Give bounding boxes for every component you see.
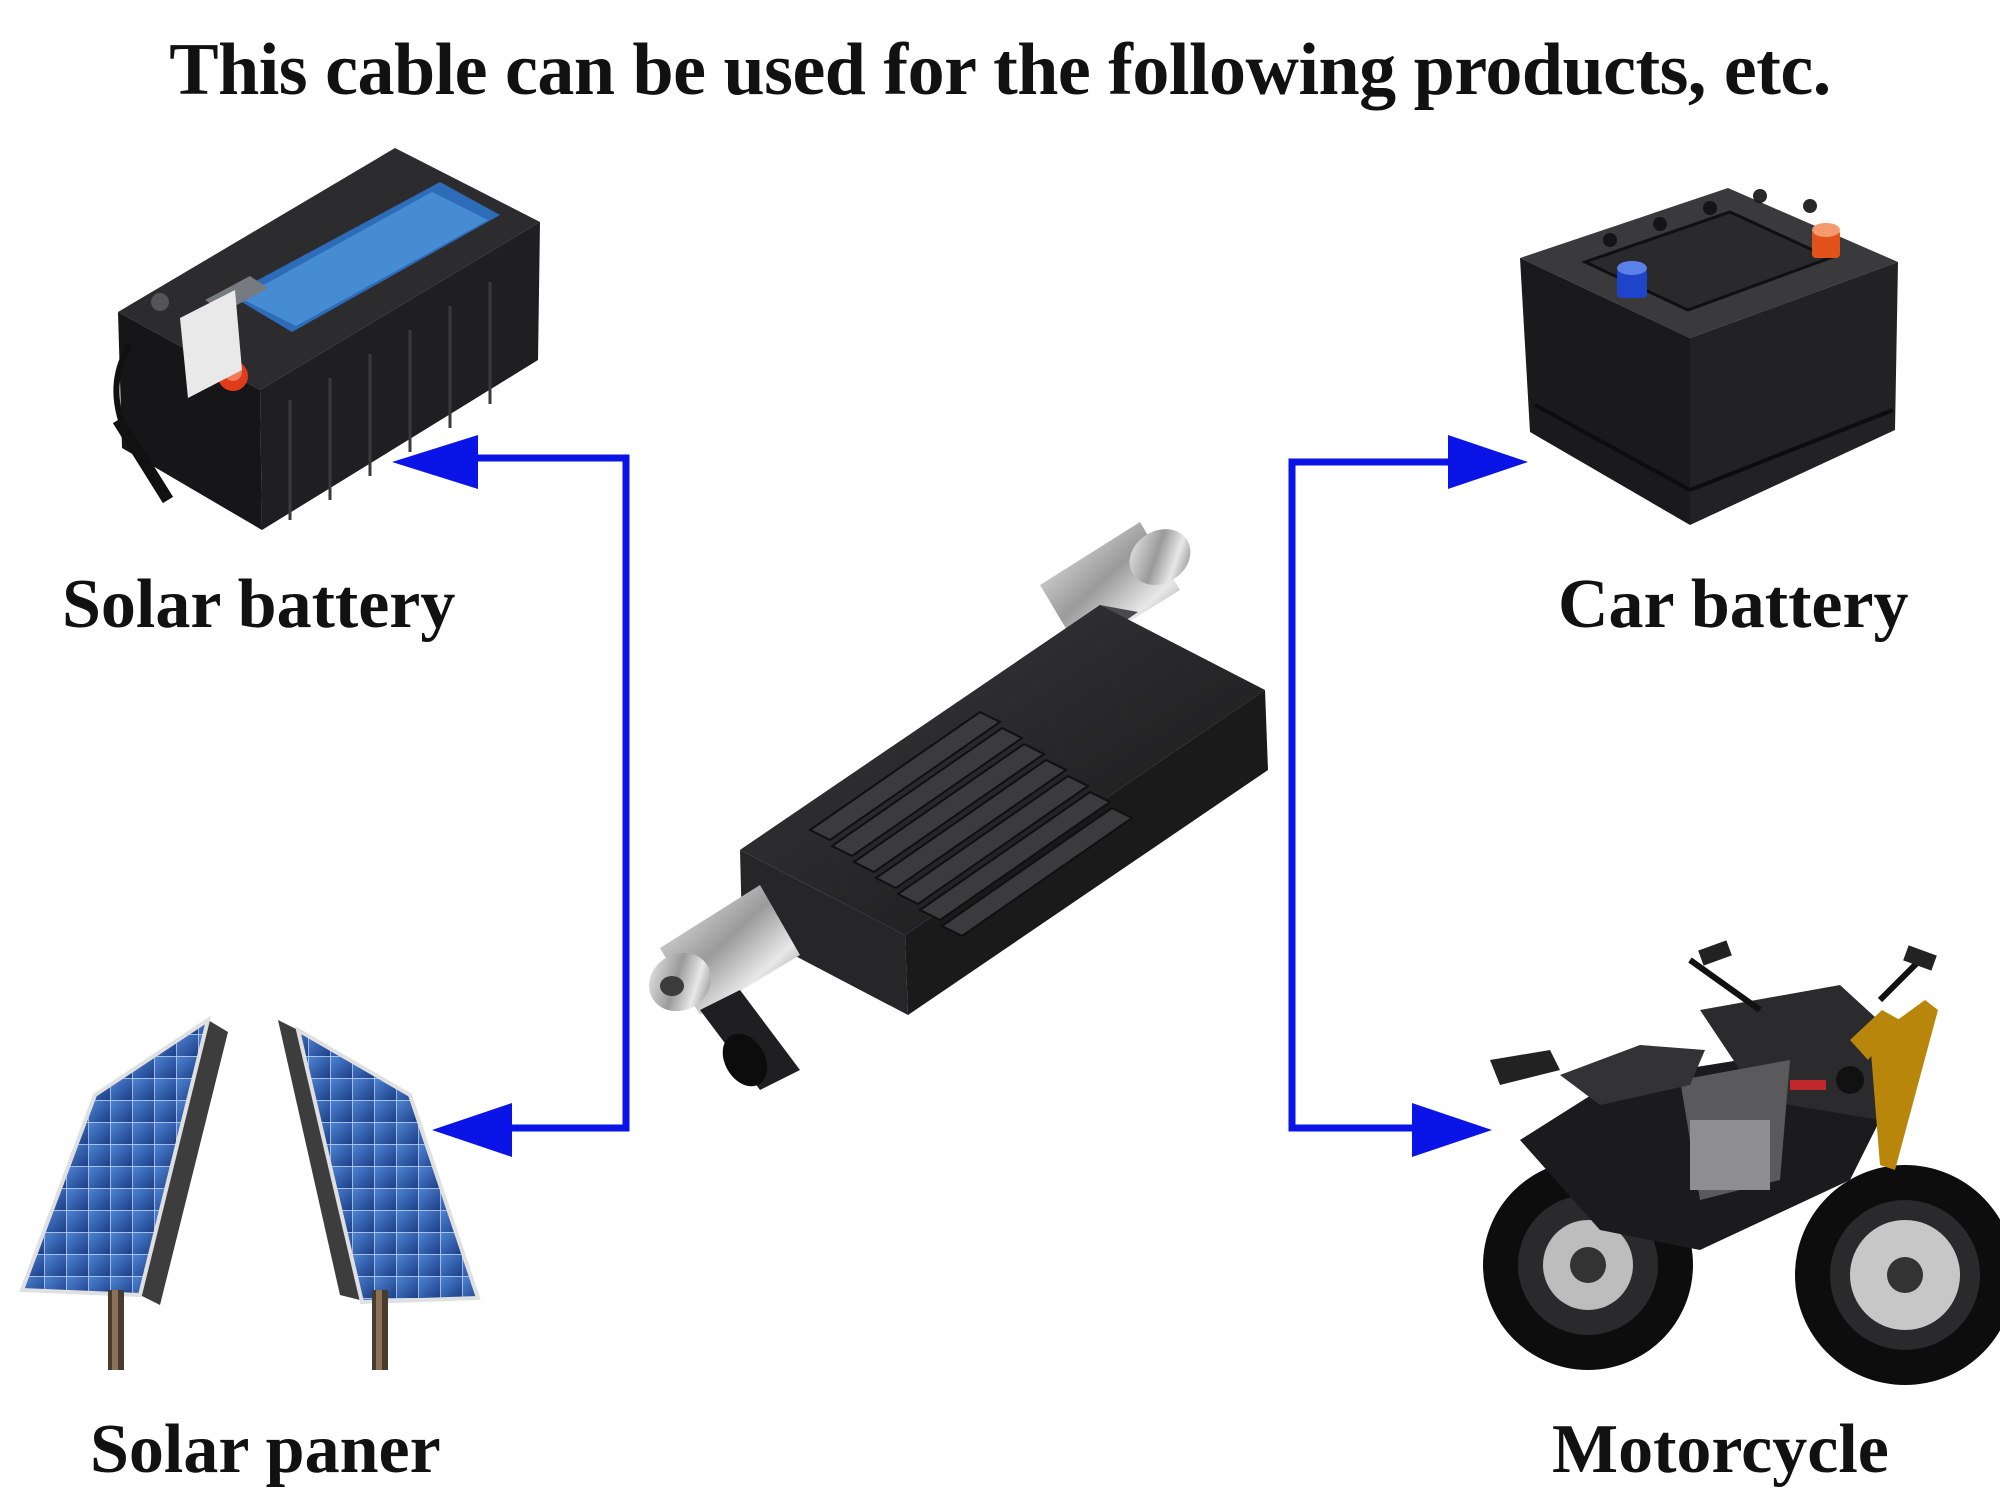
label-solar-battery: Solar battery — [62, 566, 456, 643]
connector-pin-top — [1040, 522, 1191, 652]
headline: This cable can be used for the following… — [169, 29, 1831, 111]
arrow-icon — [392, 435, 478, 489]
solar-panel-icon — [19, 1015, 481, 1370]
car-battery-icon — [1520, 188, 1898, 525]
arrow-group-left — [392, 435, 630, 1157]
arrow-icon — [432, 1103, 512, 1157]
sae-connector-icon — [649, 522, 1268, 1090]
label-car-battery: Car battery — [1558, 566, 1909, 643]
arrow-group-right — [1288, 435, 1528, 1157]
connector-line-left — [478, 454, 630, 1132]
solar-battery-icon — [112, 148, 540, 530]
grip-ridges — [808, 710, 1134, 938]
arrow-icon — [1412, 1103, 1492, 1157]
label-solar-panel: Solar paner — [90, 1411, 441, 1488]
label-motorcycle: Motorcycle — [1552, 1411, 1889, 1488]
connector-pin-bottom — [649, 885, 800, 1015]
arrow-icon — [1448, 435, 1528, 489]
motorcycle-icon — [1483, 940, 2000, 1385]
connector-line-right — [1288, 458, 1452, 1132]
